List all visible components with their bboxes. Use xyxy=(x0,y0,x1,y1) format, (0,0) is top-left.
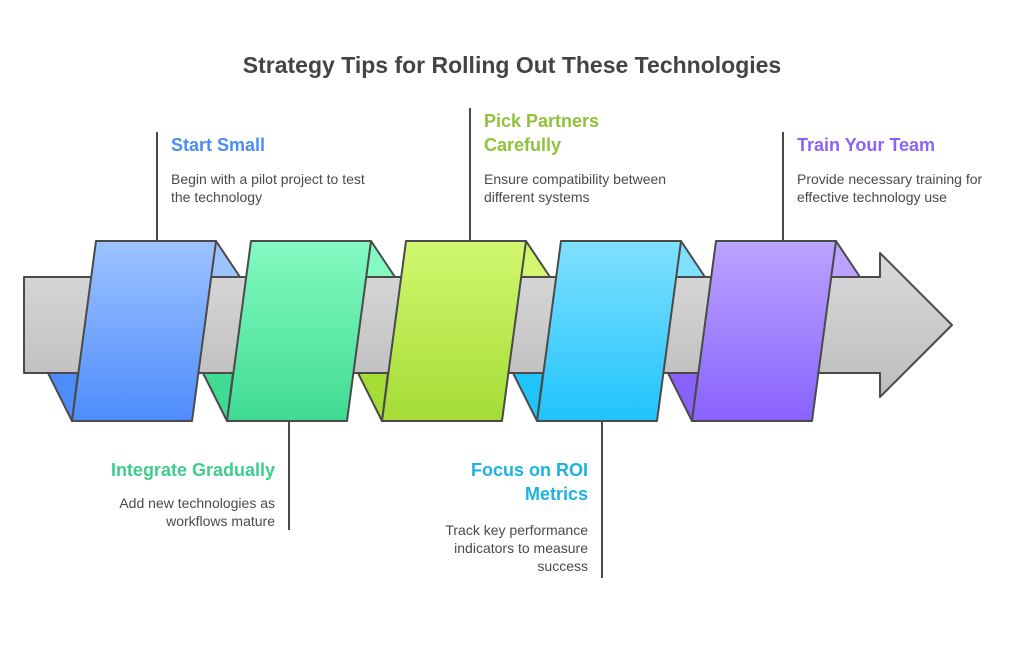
step-title: Focus on ROI Metrics xyxy=(471,460,588,504)
step-description: Track key performance indicators to meas… xyxy=(445,522,588,574)
step-title: Start Small xyxy=(171,135,266,155)
step-title: Pick Partners Carefully xyxy=(484,111,600,155)
step-description: Begin with a pilot project to test the t… xyxy=(171,171,365,205)
step-title: Train Your Team xyxy=(797,135,936,155)
step-description: Ensure compatibility between different s… xyxy=(484,171,667,205)
step-panel xyxy=(536,240,682,422)
step-description: Add new technologies as workflows mature xyxy=(119,495,275,529)
step-panel xyxy=(381,240,527,422)
step-panel xyxy=(226,240,372,422)
step-panel xyxy=(691,240,837,422)
step-title: Integrate Gradually xyxy=(110,460,275,480)
step-panel xyxy=(71,240,217,422)
step-description: Provide necessary training for effective… xyxy=(797,171,983,205)
diagram-title: Strategy Tips for Rolling Out These Tech… xyxy=(242,52,782,78)
